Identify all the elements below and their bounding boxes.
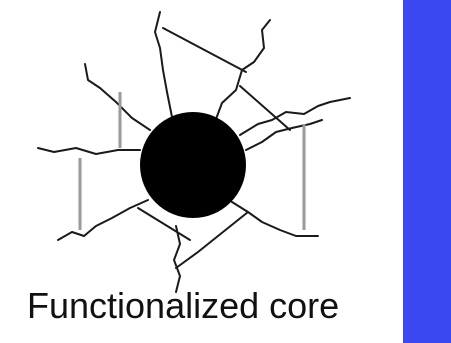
ligand-chain: [239, 97, 351, 136]
accent-bar: [403, 0, 451, 343]
ligand-chain: [154, 11, 173, 118]
ligand-chain: [245, 119, 323, 151]
ligand-chain: [175, 211, 249, 269]
ligand-chains: [37, 11, 351, 293]
ligand-chain: [84, 63, 151, 131]
ligand-chain: [239, 85, 291, 131]
bridge-links: [78, 92, 306, 230]
ligand-chain: [173, 225, 181, 293]
ligand-chain: [137, 207, 191, 241]
ligand-chain: [215, 19, 271, 120]
ligand-chain: [162, 27, 247, 73]
ligand-chain: [57, 199, 149, 241]
nanoparticle-core: [140, 112, 246, 218]
ligand-chain: [231, 201, 319, 237]
caption-label: Functionalized core: [27, 285, 340, 326]
ligand-chain: [37, 147, 141, 155]
